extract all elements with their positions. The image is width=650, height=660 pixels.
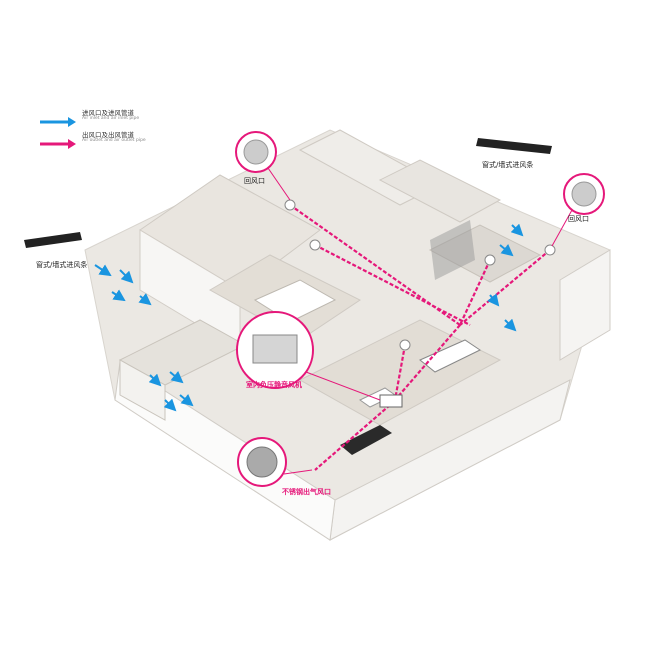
legend-inlet: 进风口及进风管道 Air inlet and air inlet pipe xyxy=(40,109,140,127)
legend-outlet-cn: 出风口及出风管道 xyxy=(82,131,134,139)
apartment-floorplan xyxy=(84,129,611,541)
inlet-arrows xyxy=(94,223,524,412)
fan-unit-box xyxy=(379,394,403,408)
label-exhaust: 不锈钢出气风口 xyxy=(282,488,331,496)
label-window-inlet-right: 窗式/墙式进风条 xyxy=(482,161,534,169)
outlet-ducts xyxy=(289,204,551,471)
callout-circles xyxy=(235,131,605,487)
label-window-inlet-left: 窗式/墙式进风条 xyxy=(36,261,88,269)
inlet-bars xyxy=(24,138,552,248)
legend-inlet-en: Air inlet and air inlet pipe xyxy=(82,116,140,122)
blue-arrow-icon xyxy=(40,112,76,127)
legend-outlet-en: Air outlet and air outlet pipe xyxy=(82,138,146,144)
label-fan: 室内负压静音风机 xyxy=(246,381,302,389)
callout-leaders xyxy=(267,167,573,475)
label-return-vent-right: 回风口 xyxy=(568,215,589,223)
label-return-vent-left: 回风口 xyxy=(244,177,265,185)
legend-inlet-cn: 进风口及进风管道 xyxy=(82,109,134,117)
legend-outlet: 出风口及出风管道 Air outlet and air outlet pipe xyxy=(40,131,146,149)
pink-arrow-icon xyxy=(40,134,76,149)
